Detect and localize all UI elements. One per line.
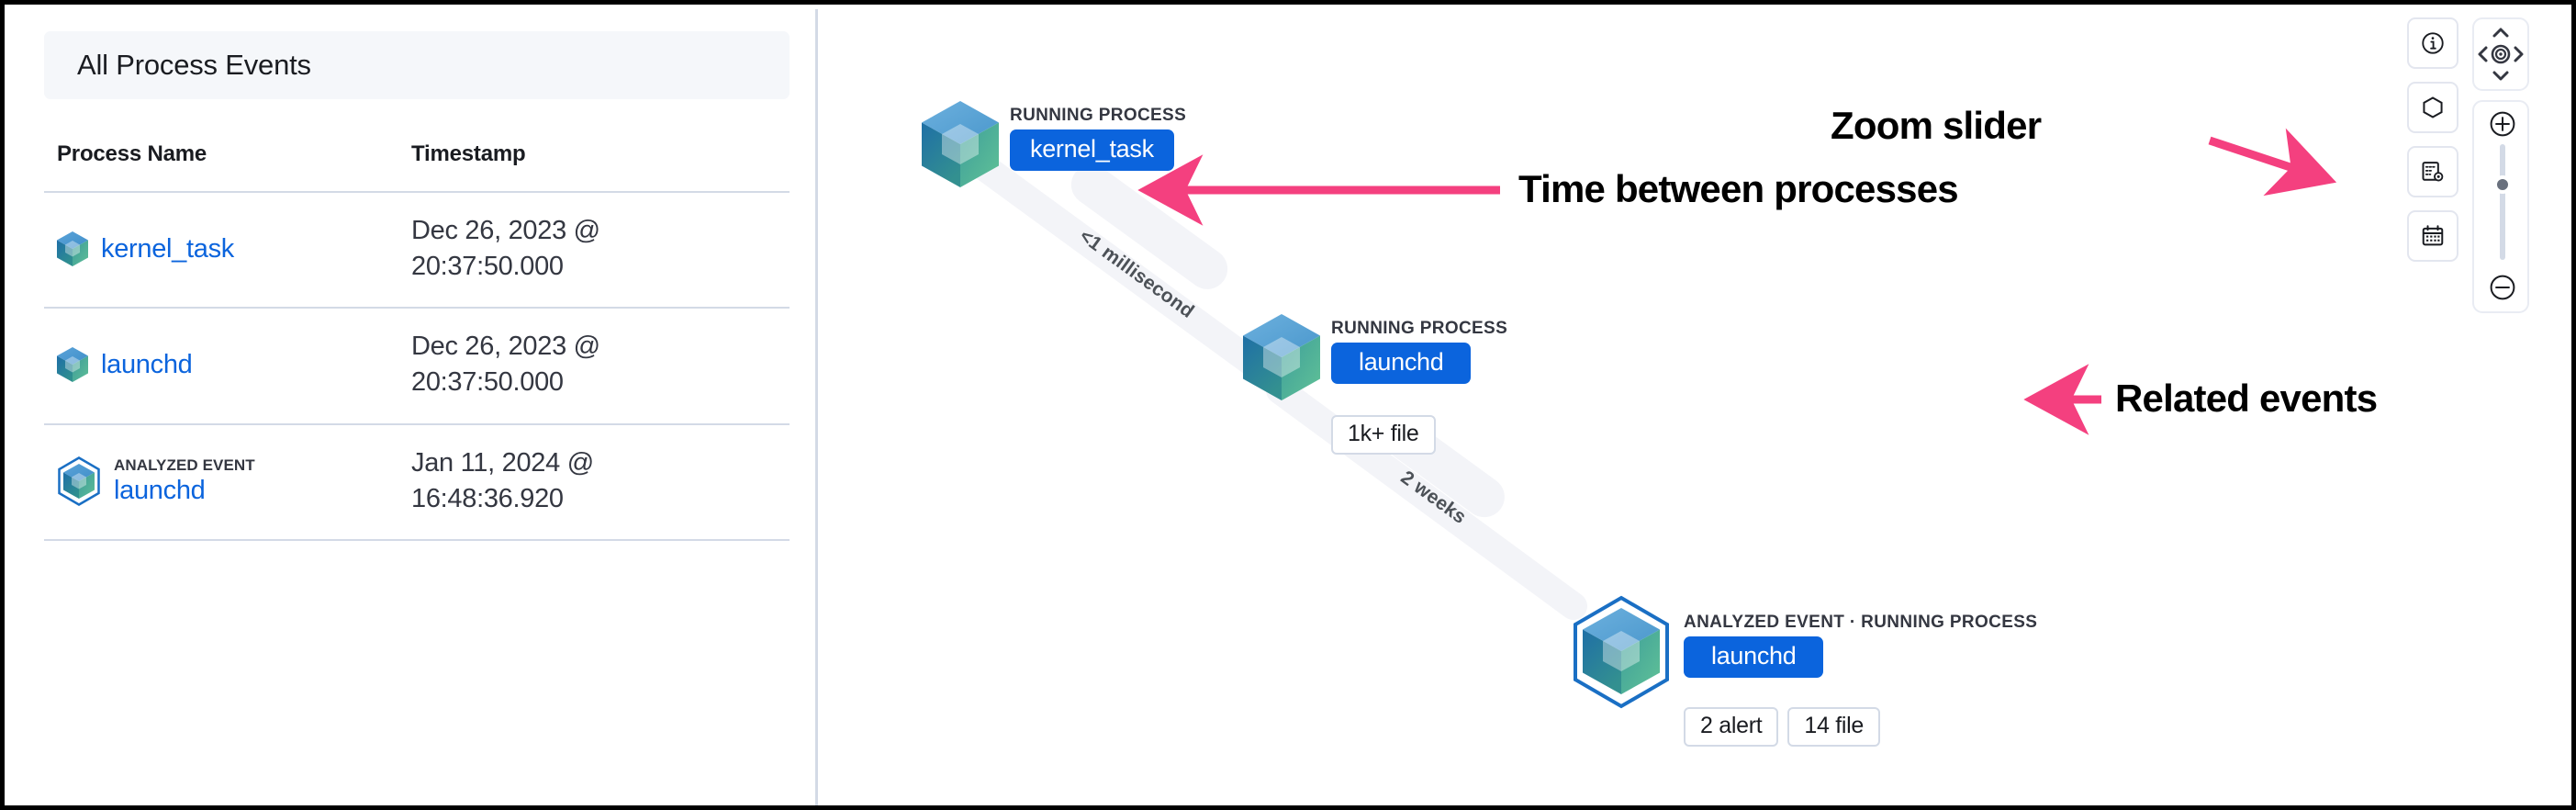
timestamp-date: Dec 26, 2023 @ (411, 332, 600, 362)
center-target-icon (2491, 44, 2511, 64)
zoom-slider-thumb[interactable] (2493, 175, 2512, 194)
cube-icon (1243, 314, 1320, 400)
column-header-process-name: Process Name (57, 141, 207, 166)
edge-2-line (1266, 377, 1587, 620)
annotation-related-events: Related events (2115, 377, 2378, 420)
badge-alert-count[interactable]: 2 alert (1684, 707, 1779, 747)
node-kind-label: ANALYZED EVENT · RUNNING PROCESS (1684, 613, 2038, 632)
cell-process-name: ANALYZED EVENT launchd (44, 424, 411, 540)
chevron-down-icon (2492, 71, 2509, 81)
calendar-icon (2422, 225, 2444, 246)
process-events-table: Process Name Timestamp (44, 141, 790, 541)
node-badges: 1k+ file (1331, 415, 1436, 455)
cell-process-name: kernel_task (44, 192, 411, 308)
node-name-pill[interactable]: launchd (1684, 636, 1824, 678)
table-settings-button[interactable] (2407, 146, 2458, 197)
annotation-zoom-slider: Zoom slider (1831, 104, 2042, 147)
cube-icon (63, 463, 95, 499)
badge-file-count[interactable]: 1k+ file (1331, 415, 1436, 455)
node-name-pill[interactable]: launchd (1331, 342, 1472, 384)
process-events-panel: All Process Events Process Name Timestam… (9, 9, 818, 805)
process-name-link[interactable]: kernel_task (101, 233, 234, 264)
timestamp-date: Jan 11, 2024 @ (411, 447, 594, 478)
analyzed-event-tag: ANALYZED EVENT (114, 456, 255, 475)
node-badges: 2 alert 14 file (1684, 707, 1881, 747)
cell-timestamp: Dec 26, 2023 @ 20:37:50.000 (411, 192, 790, 308)
info-icon (2422, 32, 2444, 54)
node-kind-label: RUNNING PROCESS (1331, 319, 1508, 338)
cell-timestamp: Dec 26, 2023 @ 20:37:50.000 (411, 308, 790, 423)
table-row[interactable]: launchd Dec 26, 2023 @ 20:37:50.000 (44, 308, 790, 423)
cube-icon (57, 347, 88, 383)
zoom-slider-control[interactable] (2472, 100, 2529, 313)
annotation-time-between-processes: Time between processes (1518, 167, 1959, 210)
page-title: All Process Events (77, 49, 311, 81)
table-row[interactable]: ANALYZED EVENT launchd Jan 11, 2024 @ 16… (44, 423, 790, 540)
cube-icon (1583, 608, 1660, 694)
list-settings-icon (2422, 162, 2444, 182)
chevron-right-icon (2514, 46, 2524, 62)
cell-timestamp: Jan 11, 2024 @ 16:48:36.920 (411, 424, 790, 540)
pan-control-pad[interactable] (2472, 17, 2529, 91)
node-kind-label: RUNNING PROCESS (1010, 106, 1187, 125)
column-header-timestamp: Timestamp (411, 141, 526, 166)
cube-icon (922, 101, 999, 187)
table-header-row: Process Name Timestamp (44, 141, 790, 192)
pan-pad-icons (2478, 28, 2524, 81)
process-name-link[interactable]: launchd (114, 475, 206, 505)
timestamp-date: Dec 26, 2023 @ (411, 216, 600, 245)
cell-process-name: launchd (44, 308, 411, 423)
process-name-link[interactable]: launchd (101, 350, 193, 380)
cube-icon (57, 231, 88, 267)
minus-circle-icon[interactable] (2488, 273, 2517, 302)
chevron-up-icon (2492, 28, 2509, 38)
panel-title-bar: All Process Events (44, 31, 790, 99)
date-picker-button[interactable] (2407, 210, 2458, 262)
hexagon-outline-icon (1574, 595, 1669, 709)
table-row[interactable]: kernel_task Dec 26, 2023 @ 20:37:50.000 (44, 192, 790, 308)
chevron-left-icon (2478, 46, 2488, 62)
hexagon-icon (2423, 96, 2443, 118)
hexagon-outline-icon (58, 456, 100, 506)
timestamp-time: 20:37:50.000 (411, 367, 564, 398)
node-shape-button[interactable] (2407, 82, 2458, 133)
timestamp-time: 16:48:36.920 (411, 483, 564, 513)
info-button[interactable] (2407, 17, 2458, 69)
cube-hexagon-icon (57, 456, 101, 506)
plus-circle-icon[interactable] (2488, 109, 2517, 139)
node-name-pill[interactable]: kernel_task (1010, 129, 1174, 171)
zoom-slider-track[interactable] (2500, 144, 2505, 260)
badge-file-count[interactable]: 14 file (1787, 707, 1881, 747)
edge-1-line (943, 133, 1266, 377)
process-graph-canvas[interactable]: <1 millisecond 2 weeks (821, 9, 2571, 805)
timestamp-time: 20:37:50.000 (411, 252, 564, 282)
